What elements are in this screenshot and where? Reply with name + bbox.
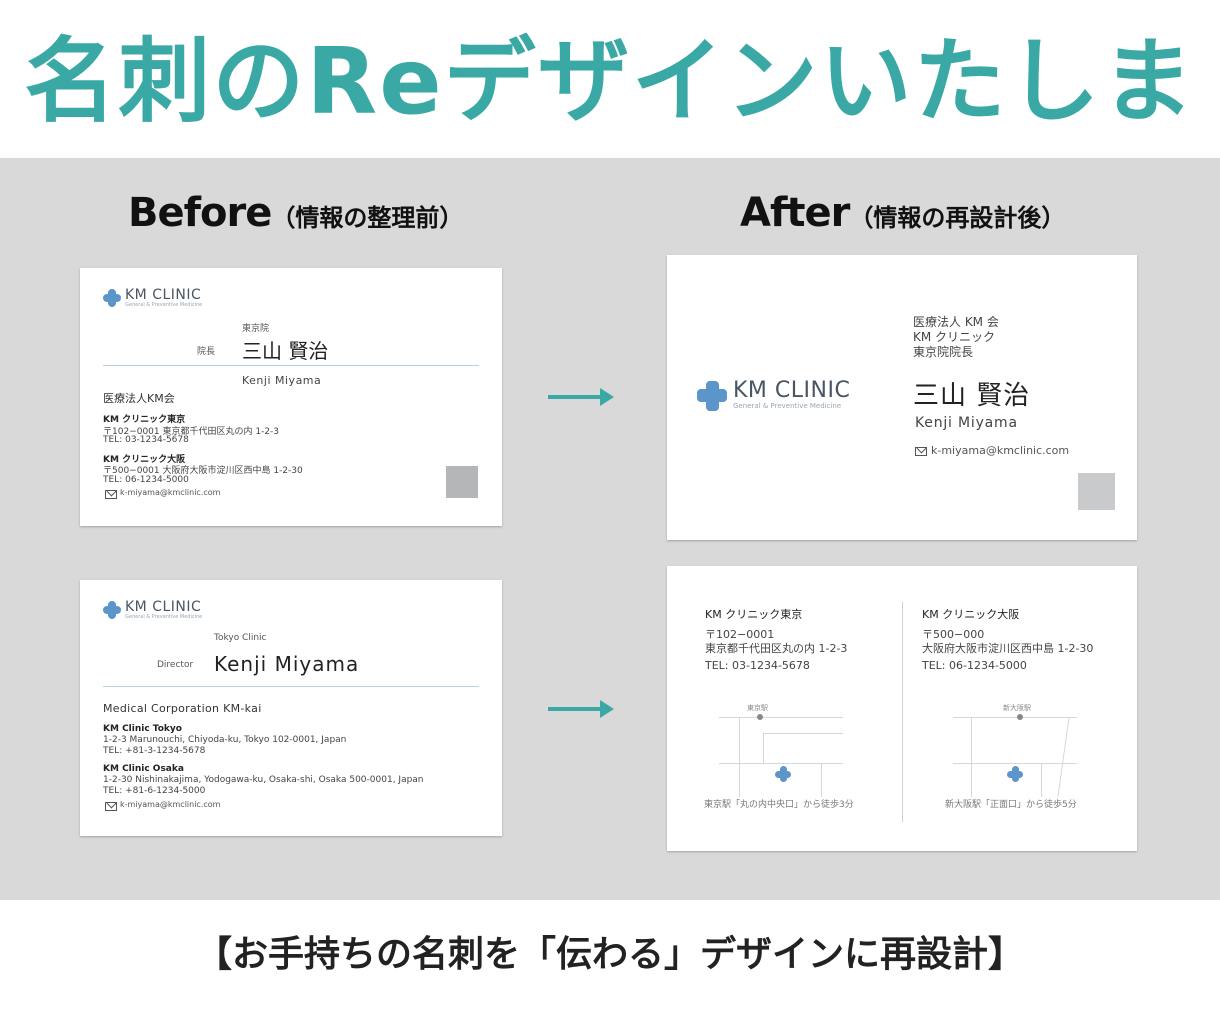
corp-line-1: 医療法人 KM 会 <box>913 315 999 329</box>
osaka-clinic-name: KM クリニック大阪 <box>922 608 1020 621</box>
email: k-miyama@kmclinic.com <box>120 800 221 809</box>
medical-cross-icon <box>103 601 121 620</box>
corp-line-2: KM クリニック <box>913 330 996 344</box>
tokyo-address: 東京都千代田区丸の内 1-2-3 <box>705 642 848 655</box>
before-heading-main: Before <box>128 190 272 236</box>
person-name: Kenji Miyama <box>214 652 360 676</box>
clinic2-tel: TEL: 06-1234-5000 <box>103 475 189 485</box>
column-divider <box>902 602 903 822</box>
branch-label: Tokyo Clinic <box>214 633 267 643</box>
clinic2-name: KM クリニック大阪 <box>103 455 186 465</box>
clinic2-name: KM Clinic Osaka <box>103 764 184 774</box>
logo-name: KM CLINIC <box>125 599 202 615</box>
tokyo-zip: 〒102−0001 <box>705 628 775 641</box>
clinic2-address: 〒500−0001 大阪府大阪市淀川区西中島 1-2-30 <box>103 466 303 476</box>
arrow-right-icon <box>548 700 614 718</box>
clinic-logo: KM CLINIC General & Preventive Medicine <box>103 288 202 309</box>
before-heading-sub: （情報の整理前） <box>271 204 464 232</box>
mail-icon <box>105 802 117 811</box>
clinic2-tel: TEL: +81-6-1234-5000 <box>103 786 206 796</box>
tokyo-clinic-name: KM クリニック東京 <box>705 608 803 621</box>
after-heading: After（情報の再設計後） <box>740 190 1065 250</box>
clinic1-tel: TEL: +81-3-1234-5678 <box>103 746 206 756</box>
tokyo-access: 東京駅「丸の内中央口」から徒歩3分 <box>704 800 854 810</box>
clinic1-address: 1-2-3 Marunouchi, Chiyoda-ku, Tokyo 102-… <box>103 735 347 745</box>
osaka-map-station: 新大阪駅 <box>1003 704 1031 712</box>
clinic1-name: KM クリニック東京 <box>103 415 186 425</box>
clinic-location-icon <box>775 766 791 782</box>
title-label: 院長 <box>197 347 216 357</box>
osaka-tel: TEL: 06-1234-5000 <box>922 659 1027 672</box>
person-romaji: Kenji Miyama <box>242 374 322 387</box>
after-back-card: KM クリニック東京 〒102−0001 東京都千代田区丸の内 1-2-3 TE… <box>667 566 1137 851</box>
logo-name: KM CLINIC <box>125 287 202 303</box>
tokyo-tel: TEL: 03-1234-5678 <box>705 659 810 672</box>
person-romaji: Kenji Miyama <box>915 415 1018 431</box>
after-heading-main: After <box>740 190 850 236</box>
clinic1-address: 〒102−0001 東京都千代田区丸の内 1-2-3 <box>103 427 280 437</box>
mail-icon <box>105 490 117 499</box>
osaka-map: 新大阪駅 <box>953 701 1077 797</box>
osaka-address: 大阪府大阪市淀川区西中島 1-2-30 <box>922 642 1094 655</box>
arrow-right-icon <box>548 388 614 406</box>
medical-cross-icon <box>103 289 121 308</box>
clinic-logo: KM CLINIC General & Preventive Medicine <box>697 380 850 411</box>
branch-label: 東京院 <box>242 324 270 334</box>
logo-tagline: General & Preventive Medicine <box>125 302 203 308</box>
after-front-card: KM CLINIC General & Preventive Medicine … <box>667 255 1137 540</box>
clinic1-tel: TEL: 03-1234-5678 <box>103 435 189 445</box>
corp-name: 医療法人KM会 <box>103 392 175 405</box>
title-label: Director <box>157 660 194 670</box>
before-front-card: KM CLINIC General & Preventive Medicine … <box>80 268 502 526</box>
clinic1-name: KM Clinic Tokyo <box>103 724 182 734</box>
qr-code <box>446 466 478 498</box>
station-pin-icon <box>757 714 763 720</box>
mail-icon <box>915 447 927 456</box>
divider <box>103 365 479 366</box>
clinic2-address: 1-2-30 Nishinakajima, Yodogawa-ku, Osaka… <box>103 775 424 785</box>
email: k-miyama@kmclinic.com <box>931 444 1070 457</box>
logo-tagline: General & Preventive Medicine <box>733 402 842 410</box>
logo-tagline: General & Preventive Medicine <box>125 614 203 620</box>
before-back-card: KM CLINIC General & Preventive Medicine … <box>80 580 502 836</box>
person-name: 三山 賢治 <box>913 381 1031 411</box>
before-heading: Before（情報の整理前） <box>128 190 463 250</box>
station-pin-icon <box>1017 714 1023 720</box>
hero-title: 名刺のReデザインいたします <box>24 28 1196 255</box>
person-name: 三山 賢治 <box>242 339 329 363</box>
corp-name: Medical Corporation KM-kai <box>103 702 262 715</box>
medical-cross-icon <box>697 380 727 411</box>
divider <box>103 686 479 687</box>
clinic-logo: KM CLINIC General & Preventive Medicine <box>103 600 202 621</box>
osaka-access: 新大阪駅「正面口」から徒歩5分 <box>945 800 1077 810</box>
qr-code <box>1078 473 1115 510</box>
osaka-zip: 〒500−000 <box>922 628 985 641</box>
clinic-location-icon <box>1007 766 1023 782</box>
after-heading-sub: （情報の再設計後） <box>849 204 1066 232</box>
tokyo-map-station: 東京駅 <box>747 704 768 712</box>
corp-line-3: 東京院院長 <box>913 345 974 359</box>
logo-name: KM CLINIC <box>733 378 851 403</box>
tokyo-map: 東京駅 <box>719 701 843 797</box>
email: k-miyama@kmclinic.com <box>120 488 221 497</box>
footer-title: 【お手持ちの名刺を「伝わる」デザインに再設計】 <box>195 934 1024 975</box>
